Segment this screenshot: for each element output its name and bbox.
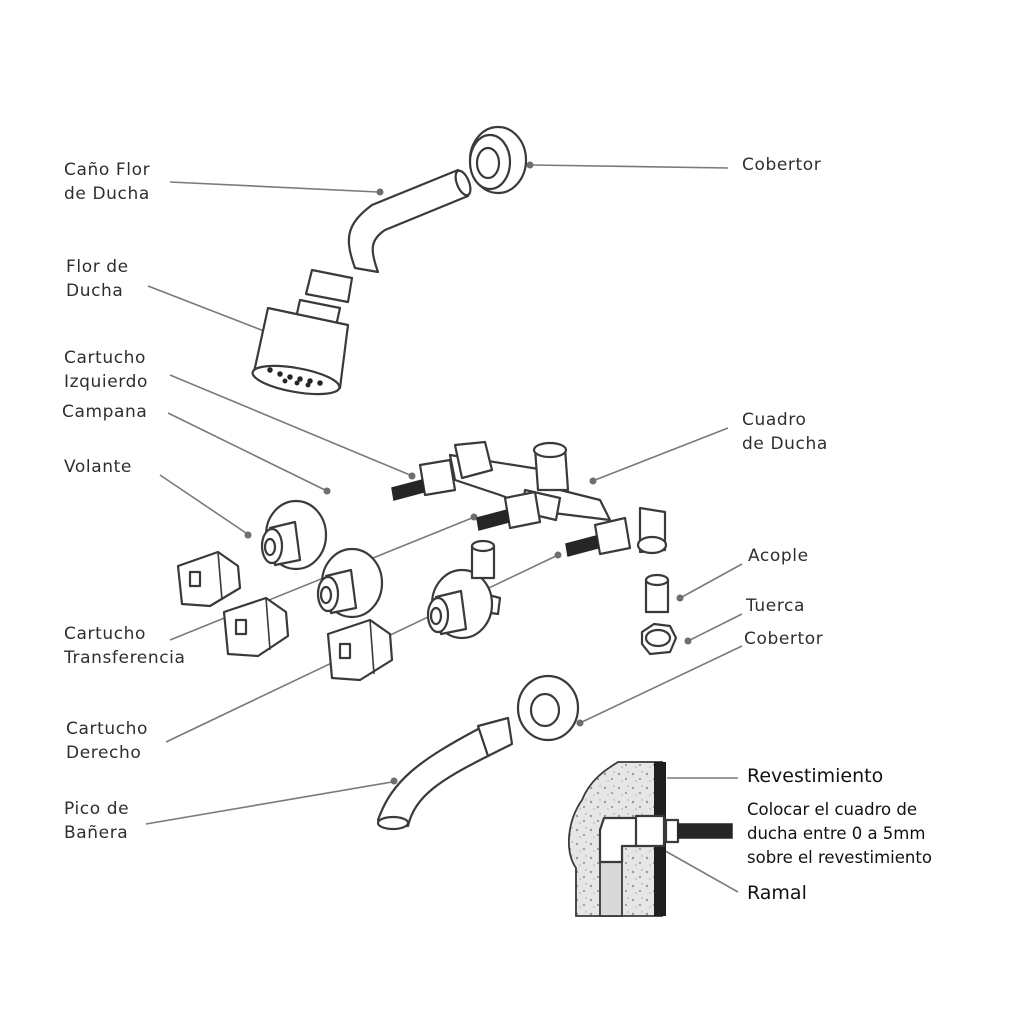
bell-1	[260, 499, 328, 571]
label-line: de Ducha	[742, 434, 828, 454]
label-line: Cobertor	[742, 155, 822, 175]
label-cartucho-transferencia: Cartucho Transferencia	[64, 622, 186, 670]
label-pico-de-banera: Pico de Bañera	[64, 797, 129, 845]
note-line: sobre el revestimiento	[747, 848, 932, 867]
handle-1	[176, 550, 242, 608]
label-line: Volante	[64, 457, 132, 477]
label-volante: Volante	[64, 455, 132, 479]
label-line: Cobertor	[744, 629, 824, 649]
wall-detail	[568, 761, 733, 917]
handle-2	[222, 596, 290, 658]
label-line: Ducha	[66, 281, 124, 301]
leader-lines	[145, 161, 743, 893]
label-cartucho-derecho: Cartucho Derecho	[66, 717, 148, 765]
label-line: Cuadro	[742, 410, 807, 430]
bell-2	[316, 547, 384, 619]
label-line: Tuerca	[746, 596, 806, 616]
bell-3	[426, 568, 502, 640]
label-line: Transferencia	[64, 648, 186, 668]
note-line: Colocar el cuadro de	[747, 800, 917, 819]
installation-note: Colocar el cuadro de ducha entre 0 a 5mm…	[747, 798, 932, 870]
tub-spout	[376, 716, 514, 831]
label-line: Pico de	[64, 799, 130, 819]
label-line: Acople	[748, 546, 809, 566]
handle-3	[326, 618, 394, 682]
label-line: Cartucho	[66, 719, 149, 739]
nut-tuerca	[640, 622, 678, 656]
note-line: ducha entre 0 a 5mm	[747, 824, 926, 843]
label-cartucho-izquierdo: Cartucho Izquierdo	[64, 346, 148, 394]
shower-head	[251, 268, 354, 396]
label-tuerca: Tuerca	[746, 594, 805, 618]
flange-top	[468, 125, 528, 195]
shower-arm	[347, 168, 472, 274]
label-cuadro-de-ducha: Cuadro de Ducha	[742, 408, 828, 456]
label-line: Bañera	[64, 823, 129, 843]
label-revestimiento: Revestimiento	[747, 765, 884, 787]
label-acople: Acople	[748, 544, 809, 568]
label-flor-de-ducha: Flor de Ducha	[66, 255, 129, 303]
label-line: Campana	[62, 402, 148, 422]
label-line: Izquierdo	[64, 372, 148, 392]
label-line: Flor de	[66, 257, 129, 277]
label-campana: Campana	[62, 400, 147, 424]
label-cano-flor-de-ducha: Caño Flor de Ducha	[64, 158, 150, 206]
label-ramal: Ramal	[747, 882, 807, 904]
flange-bottom	[516, 674, 580, 742]
valve-body	[391, 440, 668, 557]
coupling-center	[470, 539, 496, 580]
label-cobertor-top: Cobertor	[742, 153, 821, 177]
label-line: Derecho	[66, 743, 142, 763]
label-line: de Ducha	[64, 184, 150, 204]
coupling-acople	[644, 573, 670, 614]
label-line: Cartucho	[64, 624, 147, 644]
label-line: Cartucho	[64, 348, 147, 368]
label-cobertor-bottom: Cobertor	[744, 627, 823, 651]
label-line: Caño Flor	[64, 160, 151, 180]
